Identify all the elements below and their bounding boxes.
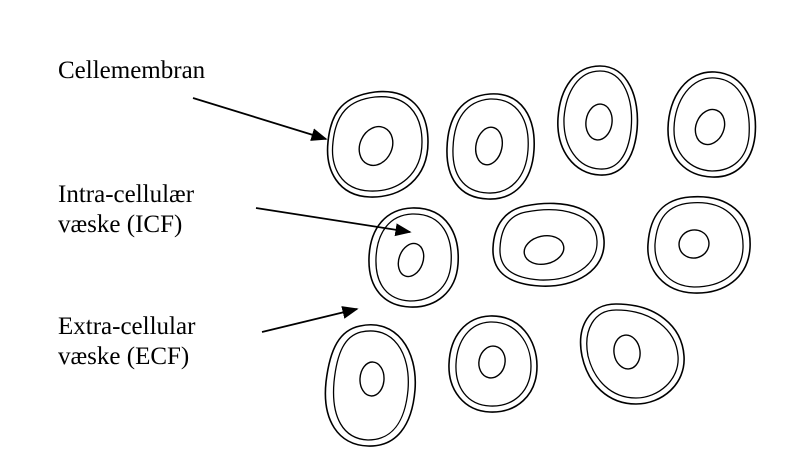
arrow-membrane bbox=[192, 97, 328, 141]
nucleus-5 bbox=[397, 242, 425, 278]
label-cellemembran-text: Cellemembran bbox=[58, 57, 206, 84]
label-icf-line2: væske (ICF) bbox=[58, 211, 183, 238]
label-icf-line1: Intra-cellulær bbox=[58, 181, 195, 208]
arrow-icf bbox=[255, 207, 412, 237]
nucleus-1 bbox=[358, 125, 394, 167]
cell-1 bbox=[326, 90, 429, 198]
cell-4 bbox=[667, 71, 757, 178]
cell-6 bbox=[492, 202, 605, 287]
nucleus-6 bbox=[523, 234, 565, 266]
nucleus-10 bbox=[613, 334, 641, 370]
nucleus-2 bbox=[474, 126, 504, 166]
nucleus-7 bbox=[678, 229, 710, 259]
label-ecf-line2: væske (ECF) bbox=[58, 343, 190, 370]
cell-7 bbox=[647, 195, 751, 294]
arrow-ecf bbox=[261, 306, 359, 333]
cell-9 bbox=[448, 315, 538, 413]
nucleus-4 bbox=[694, 108, 726, 146]
label-cellemembran: Cellemembran bbox=[58, 56, 205, 86]
label-icf: Intra-cellulær væske (ICF) bbox=[58, 180, 194, 240]
nucleus-8 bbox=[359, 361, 385, 397]
cell-8 bbox=[324, 323, 417, 447]
label-ecf-line1: Extra-cellular bbox=[58, 313, 196, 340]
cell-10 bbox=[579, 303, 685, 405]
nucleus-3 bbox=[585, 103, 613, 141]
cell-5 bbox=[368, 207, 459, 308]
cell-2 bbox=[446, 93, 535, 200]
cell-3 bbox=[557, 65, 639, 176]
nucleus-9 bbox=[478, 345, 506, 379]
label-ecf: Extra-cellular væske (ECF) bbox=[58, 312, 195, 372]
